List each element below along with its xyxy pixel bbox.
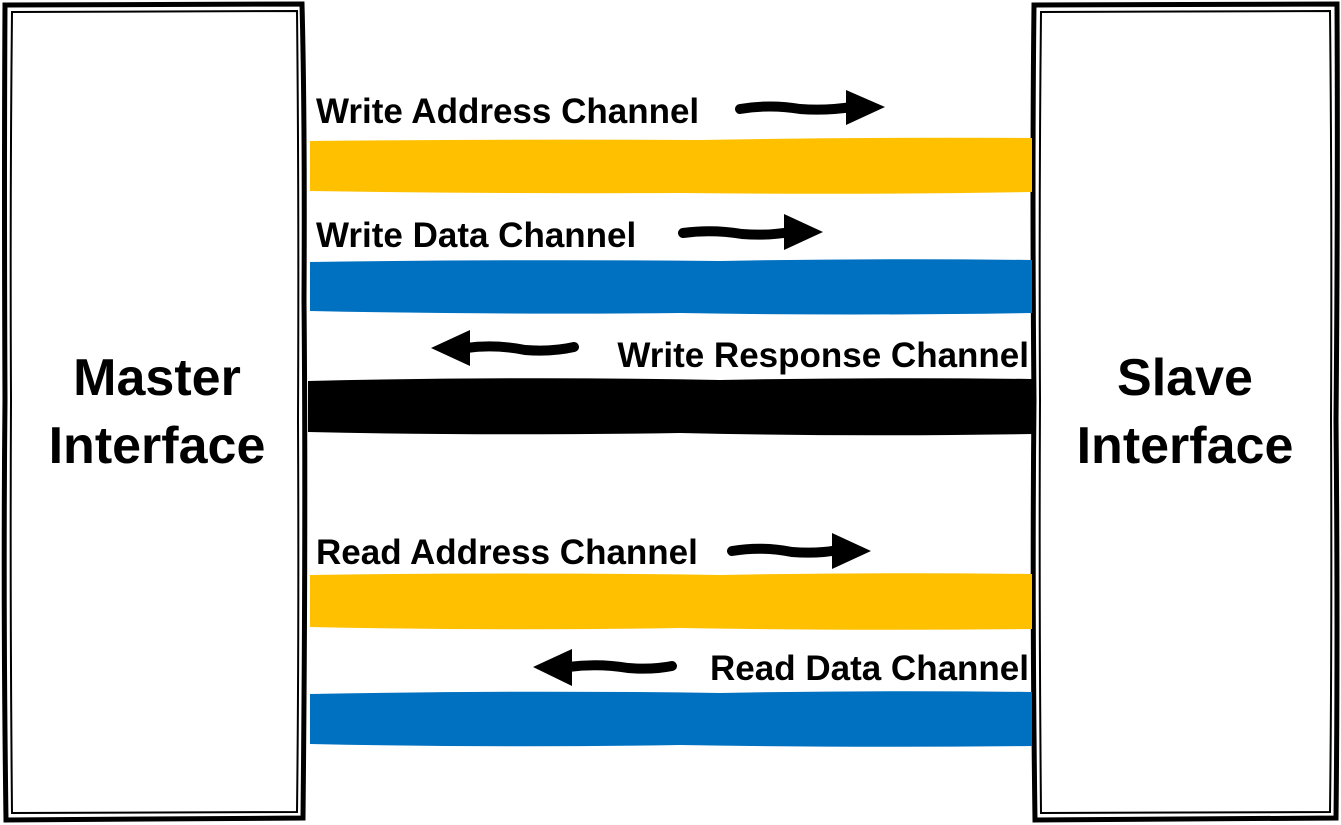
write-response-channel-band	[308, 378, 1032, 436]
read-data-channel-label: Read Data Channel	[710, 649, 1029, 688]
write-address-arrow-right-icon	[735, 90, 885, 125]
master-interface-title: Master Interface	[8, 344, 306, 480]
read-data-arrow-left-icon	[533, 649, 677, 686]
slave-title-line2: Interface	[1076, 417, 1294, 475]
read-address-channel-band	[310, 573, 1032, 630]
write-address-channel-label: Write Address Channel	[316, 92, 700, 131]
write-response-arrow-left-icon	[431, 330, 579, 366]
master-title-line1: Master	[73, 349, 241, 407]
write-data-channel-label: Write Data Channel	[316, 216, 637, 255]
write-address-channel-band	[310, 137, 1032, 194]
read-address-channel-label: Read Address Channel	[316, 533, 698, 572]
master-interface-box	[1, 1, 308, 823]
read-data-channel-band	[310, 691, 1032, 747]
write-response-channel-label: Write Response Channel	[617, 336, 1029, 375]
read-address-arrow-right-icon	[727, 533, 871, 569]
slave-interface-box	[1030, 1, 1340, 823]
slave-title-line1: Slave	[1117, 349, 1253, 407]
write-data-channel-band	[310, 259, 1032, 315]
master-title-line2: Interface	[48, 417, 266, 475]
slave-interface-title: Slave Interface	[1036, 344, 1334, 480]
write-data-arrow-right-icon	[678, 214, 823, 250]
